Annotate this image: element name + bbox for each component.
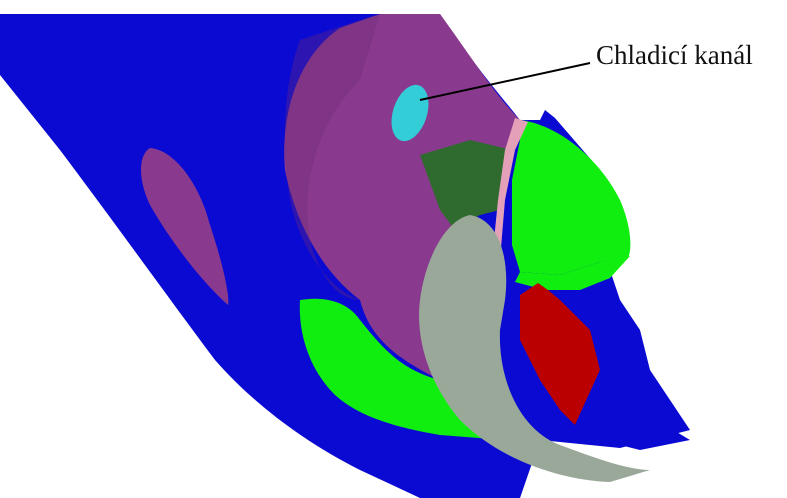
callout-leader-line [419,62,591,101]
red-wedge [520,283,600,425]
gray-flute [419,215,650,482]
pink-cutting-edge [492,118,528,260]
end-face-inner [284,14,380,300]
end-face-purple [284,14,520,380]
green-segment-lower-right [515,256,630,290]
left-flute-purple [141,148,229,305]
coolant-channel-label: Chladicí kanál [596,40,753,70]
coolant-channel [391,84,429,142]
blue-insert [575,370,690,450]
green-segment-top-right [512,120,631,275]
dark-green-face [420,140,512,230]
